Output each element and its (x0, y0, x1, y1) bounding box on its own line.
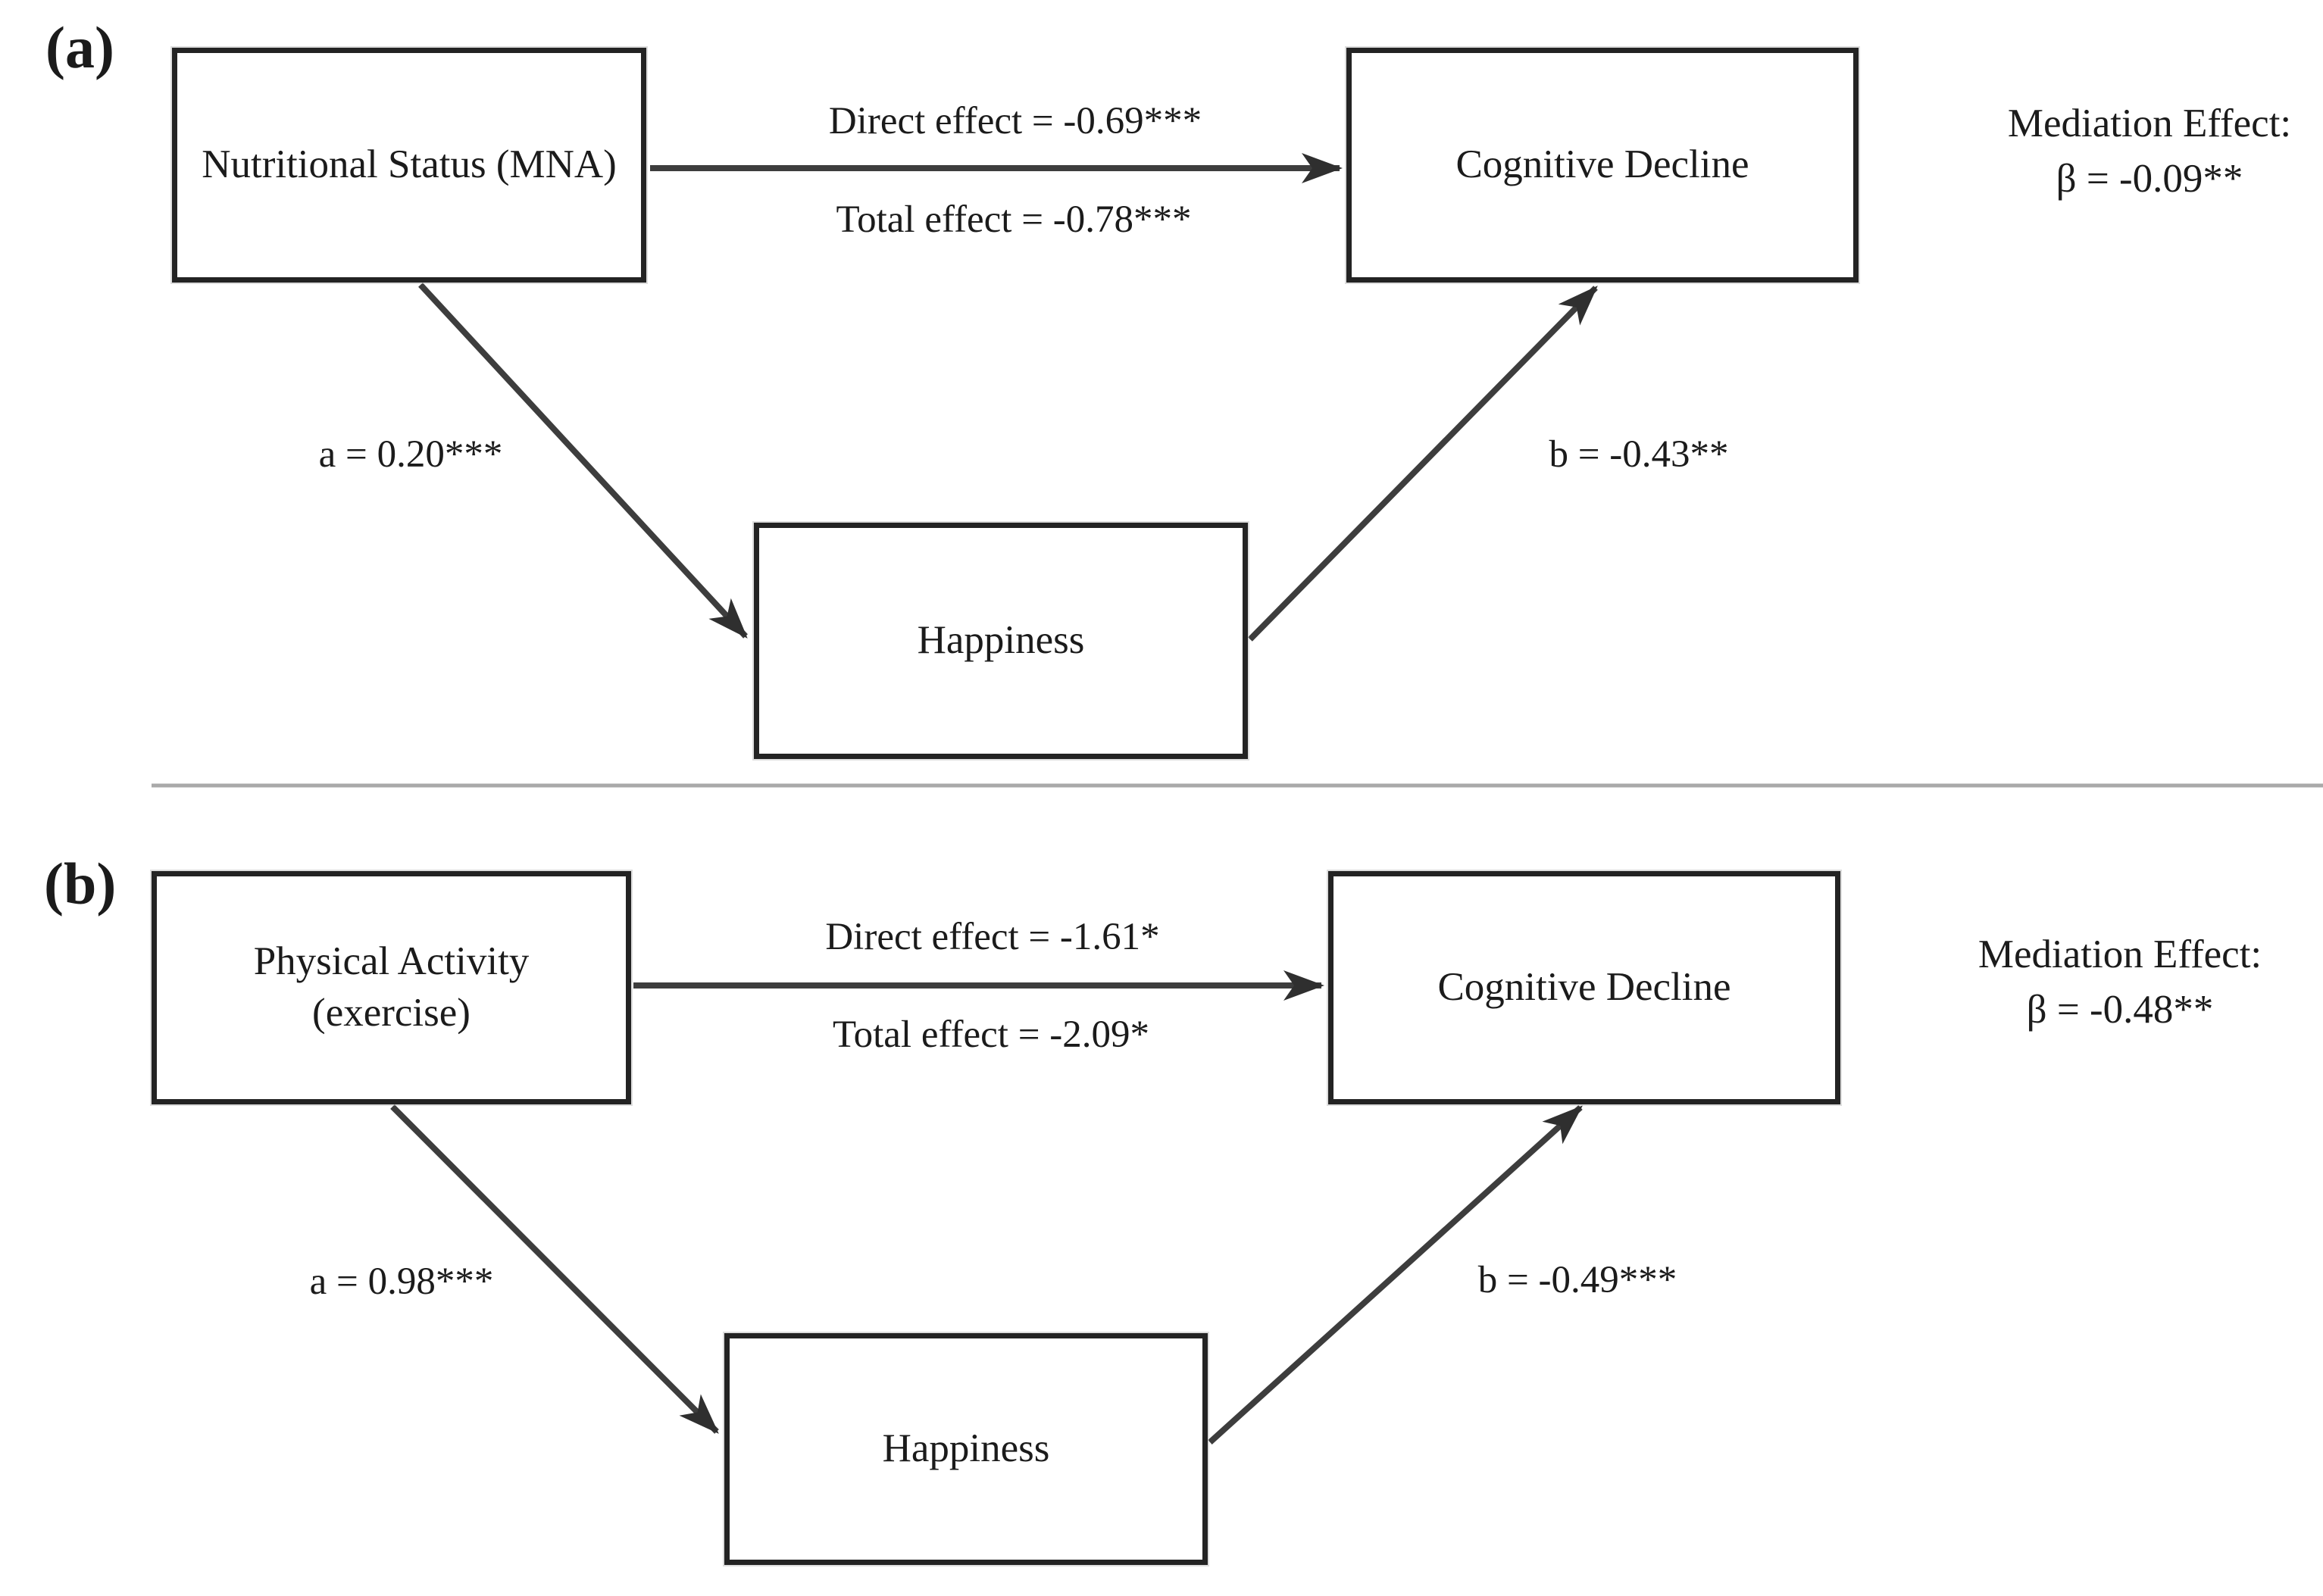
path-b-label-a: b = -0.43** (1549, 433, 1729, 476)
direct-effect-label-b: Direct effect = -1.61* (825, 916, 1160, 958)
path-a-arrow-a (418, 283, 748, 639)
path-a-label-a: a = 0.20*** (318, 433, 503, 476)
path-a-arrow-b (390, 1104, 719, 1434)
mediation-effect-b: Mediation Effect: β = -0.48** (1978, 927, 2262, 1038)
mediation-effect-value-a: β = -0.09** (2056, 157, 2243, 201)
path-b-arrow-a (1248, 286, 1598, 642)
path-a-label-b: a = 0.98*** (309, 1260, 494, 1303)
happiness-box-b: Happiness (724, 1333, 1208, 1565)
path-b-arrow-b (1208, 1105, 1583, 1445)
cognitive-decline-label-a: Cognitive Decline (1455, 142, 1749, 187)
physical-activity-label-line2: (exercise) (312, 991, 471, 1035)
mediation-effect-title-b: Mediation Effect: (1978, 932, 2262, 976)
happiness-label-a: Happiness (917, 618, 1085, 663)
mediation-effect-a: Mediation Effect: β = -0.09** (2008, 96, 2291, 207)
happiness-box-a: Happiness (754, 523, 1248, 759)
physical-activity-label: Physical Activity (253, 939, 530, 984)
mediation-effect-title-a: Mediation Effect: (2007, 101, 2292, 145)
total-effect-label-b: Total effect = -2.09* (833, 1014, 1149, 1056)
mediation-effect-value-b: β = -0.48** (2026, 988, 2214, 1032)
path-b-label-b: b = -0.49*** (1477, 1259, 1677, 1301)
cognitive-decline-box-b: Cognitive Decline (1328, 871, 1840, 1104)
cognitive-decline-label-b: Cognitive Decline (1437, 965, 1731, 1010)
direct-effect-label-a: Direct effect = -0.69*** (828, 100, 1202, 142)
cognitive-decline-box-a: Cognitive Decline (1346, 48, 1859, 283)
nutritional-status-box: Nutritional Status (MNA) (172, 48, 646, 283)
happiness-label-b: Happiness (882, 1426, 1050, 1471)
nutritional-status-label: Nutritional Status (MNA) (202, 142, 617, 187)
physical-activity-box: Physical Activity (exercise) (152, 871, 631, 1104)
panel-b-tag: (b) (44, 851, 117, 917)
panel-a-tag: (a) (45, 14, 114, 80)
total-effect-label-a: Total effect = -0.78*** (836, 198, 1192, 241)
